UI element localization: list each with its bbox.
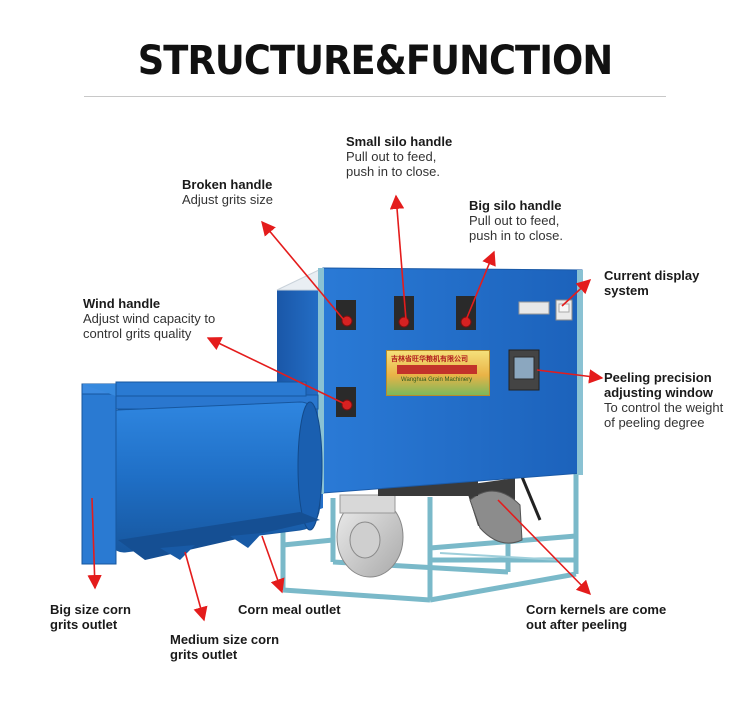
peeling-window — [508, 349, 540, 391]
label-medium-size-outlet: Medium size corn grits outlet — [170, 632, 279, 662]
label-title: Medium size corn — [170, 632, 280, 647]
separator-drum — [103, 394, 323, 560]
arrow-small-silo — [389, 194, 407, 321]
nameplate-band — [397, 365, 477, 374]
label-title: Small silo handle — [346, 134, 453, 149]
arrow-kernels — [497, 499, 592, 596]
label-title: grits outlet — [170, 647, 238, 662]
callout-arrows — [87, 194, 604, 622]
cabinet-edge — [318, 268, 324, 494]
label-desc: Adjust wind capacity to — [83, 311, 216, 326]
label-title: grits outlet — [50, 617, 118, 632]
label-big-size-outlet: Big size corn grits outlet — [50, 602, 131, 632]
current-display-panel — [555, 299, 573, 321]
fan-blower — [336, 494, 404, 578]
label-broken-handle: Broken handle Adjust grits size — [182, 177, 273, 207]
label-title: adjusting window — [604, 385, 714, 400]
arrow-broken — [261, 220, 345, 321]
label-big-silo-handle: Big silo handle Pull out to feed, push i… — [469, 198, 563, 243]
label-desc: control grits quality — [83, 326, 192, 341]
arrow-wind — [206, 337, 346, 405]
page-title: STRUCTURE&FUNCTION — [137, 38, 613, 84]
label-title: Wind handle — [83, 296, 161, 311]
label-title: Corn meal outlet — [238, 602, 341, 617]
label-title: system — [604, 283, 649, 298]
arrow-corn-meal — [261, 535, 285, 594]
label-desc: Pull out to feed, — [346, 149, 437, 164]
label-desc: push in to close. — [469, 228, 563, 243]
label-title: Big size corn — [50, 602, 131, 617]
label-title: out after peeling — [526, 617, 628, 632]
label-title: Corn kernels are come — [526, 602, 667, 617]
label-wind-handle: Wind handle Adjust wind capacity to cont… — [83, 296, 215, 341]
cabinet-edge-right — [577, 270, 583, 475]
arrow-big-silo — [465, 250, 496, 321]
label-title: Peeling precision — [604, 370, 712, 385]
label-desc: Adjust grits size — [182, 192, 274, 207]
label-corn-kernels: Corn kernels are come out after peeling — [526, 602, 666, 632]
label-desc: push in to close. — [346, 164, 440, 179]
frame-brace — [439, 552, 561, 561]
label-desc: Pull out to feed, — [469, 213, 560, 228]
nameplate-text: 吉林省旺华粮机有限公司 — [391, 356, 468, 363]
arrow-big-size — [87, 497, 102, 590]
label-current-display: Current display system — [604, 268, 699, 298]
label-desc: To control the weight — [604, 400, 724, 415]
label-small-silo-handle: Small silo handle Pull out to feed, push… — [346, 134, 452, 179]
arrow-peeling — [536, 369, 604, 384]
label-desc: of peeling degree — [604, 415, 705, 430]
arrow-medium — [184, 551, 208, 622]
title-divider — [84, 96, 666, 97]
machine-nameplate: 吉林省旺华粮机有限公司 Wanghua Grain Machinery — [386, 350, 490, 396]
nameplate-subtext: Wanghua Grain Machinery — [401, 377, 473, 383]
label-title: Broken handle — [182, 177, 273, 192]
label-corn-meal-outlet: Corn meal outlet — [238, 602, 341, 617]
label-peeling-window: Peeling precision adjusting window To co… — [604, 370, 723, 430]
label-title: Current display — [604, 268, 700, 283]
arrow-current — [561, 279, 592, 307]
big-outlet-hood — [81, 381, 307, 565]
label-title: Big silo handle — [469, 198, 562, 213]
